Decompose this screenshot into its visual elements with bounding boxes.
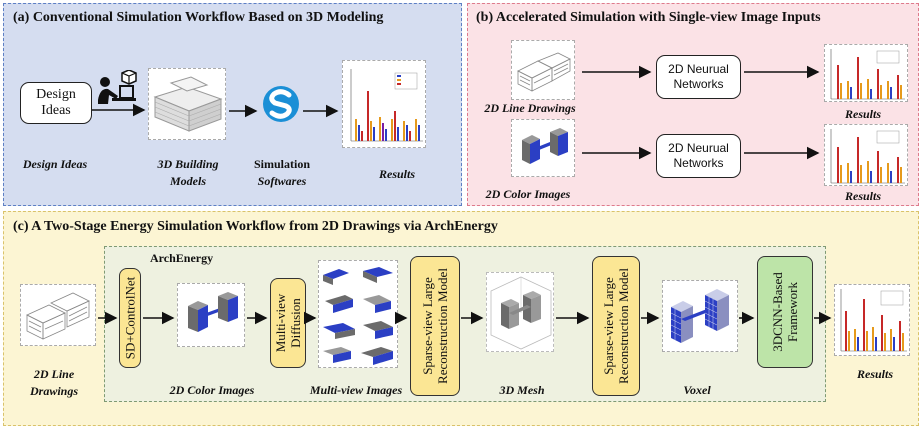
mesh-thumbnail <box>486 272 554 352</box>
caption-results-b1: Results <box>844 107 881 121</box>
sd-controlnet-label: SD+ControlNet <box>122 276 138 360</box>
results-chart-thumbnail <box>342 60 426 148</box>
line-drawing-thumbnail-c <box>20 284 96 346</box>
lrm-2-label-1: Sparse-view Large <box>601 277 616 375</box>
multiview-diffusion-label-1: Multi-view <box>273 293 288 353</box>
caption-results-a: Results <box>378 167 415 181</box>
lrm-2-label-2: Reconstruction Model <box>616 268 631 384</box>
panel-c-title: (c) A Two-Stage Energy Simulation Workfl… <box>13 219 498 234</box>
caption-softwares: Softwares <box>257 174 307 188</box>
multiview-diffusion-label-2: Diffusion <box>288 298 303 348</box>
designer-at-computer-icon <box>94 69 140 114</box>
results-chart-thumbnail-c <box>834 284 910 356</box>
caption-3d-building-models: 3D Building Models <box>157 157 219 188</box>
sd-controlnet-box: SD+ControlNet <box>119 268 141 368</box>
3dcnn-label-2: Framework <box>785 282 800 342</box>
caption-results-c: Results <box>856 367 893 381</box>
line-drawing-thumbnail-b <box>511 40 575 100</box>
lrm-box-2: Sparse-view Large Reconstruction Model <box>592 256 640 396</box>
3dcnn-framework-box: 3DCNN-Based Framework <box>757 256 813 368</box>
voxel-thumbnail <box>662 280 738 352</box>
caption-voxel: Voxel <box>683 383 711 397</box>
caption-2d-line-c-1: 2D Line <box>33 367 75 381</box>
design-ideas-box: Design Ideas <box>20 82 92 124</box>
caption-2d-color-images-c: 2D Color Images <box>169 383 255 397</box>
multiview-diffusion-box: Multi-view Diffusion <box>270 278 306 368</box>
caption-2d-line-c-2: Drawings <box>29 384 79 398</box>
panel-a-title: (a) Conventional Simulation Workflow Bas… <box>13 10 384 25</box>
nn-box-color-images: 2D Neurual Networks <box>656 134 741 178</box>
simulation-software-logo <box>262 84 300 124</box>
results-chart-thumbnail-b1 <box>824 44 908 102</box>
archenergy-label: ArchEnergy <box>150 251 214 265</box>
nn-box-line-drawings: 2D Neurual Networks <box>656 55 741 99</box>
caption-simulation: Simulation <box>253 157 310 171</box>
multiview-images-thumbnail <box>318 260 398 368</box>
caption-design-ideas: Design Ideas <box>22 157 88 171</box>
results-chart-thumbnail-b2 <box>824 124 908 186</box>
color-image-thumbnail-b <box>511 119 575 177</box>
lrm-1-label-2: Reconstruction Model <box>435 268 450 384</box>
lrm-box-1: Sparse-view Large Reconstruction Model <box>410 256 460 396</box>
caption-multiview-images: Multi-view Images <box>309 383 403 397</box>
caption-results-b2: Results <box>844 189 881 203</box>
lrm-1-label-1: Sparse-view Large <box>420 277 435 375</box>
panel-b-title: (b) Accelerated Simulation with Single-v… <box>476 10 821 25</box>
building-model-thumbnail <box>148 68 226 140</box>
caption-3d-mesh: 3D Mesh <box>499 383 545 397</box>
caption-2d-color-images-b: 2D Color Images <box>485 187 571 201</box>
3dcnn-label-1: 3DCNN-Based <box>770 272 785 352</box>
color-image-thumbnail-c <box>177 283 245 347</box>
caption-2d-line-drawings-b: 2D Line Drawings <box>484 101 576 115</box>
